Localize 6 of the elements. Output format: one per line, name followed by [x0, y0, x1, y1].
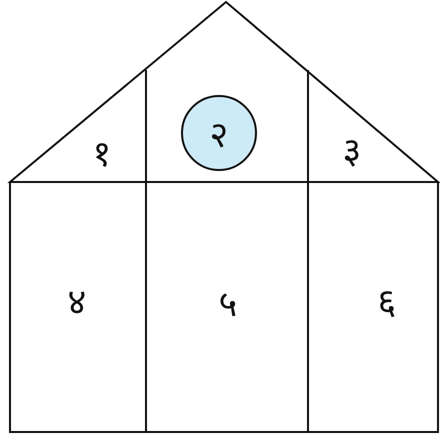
- region-number: ५: [218, 285, 238, 325]
- region-number: १: [92, 135, 112, 175]
- region-number: ३: [342, 132, 362, 172]
- region-number: ४: [68, 283, 86, 323]
- region-number: ६: [378, 283, 396, 323]
- number-circle: २: [181, 95, 257, 171]
